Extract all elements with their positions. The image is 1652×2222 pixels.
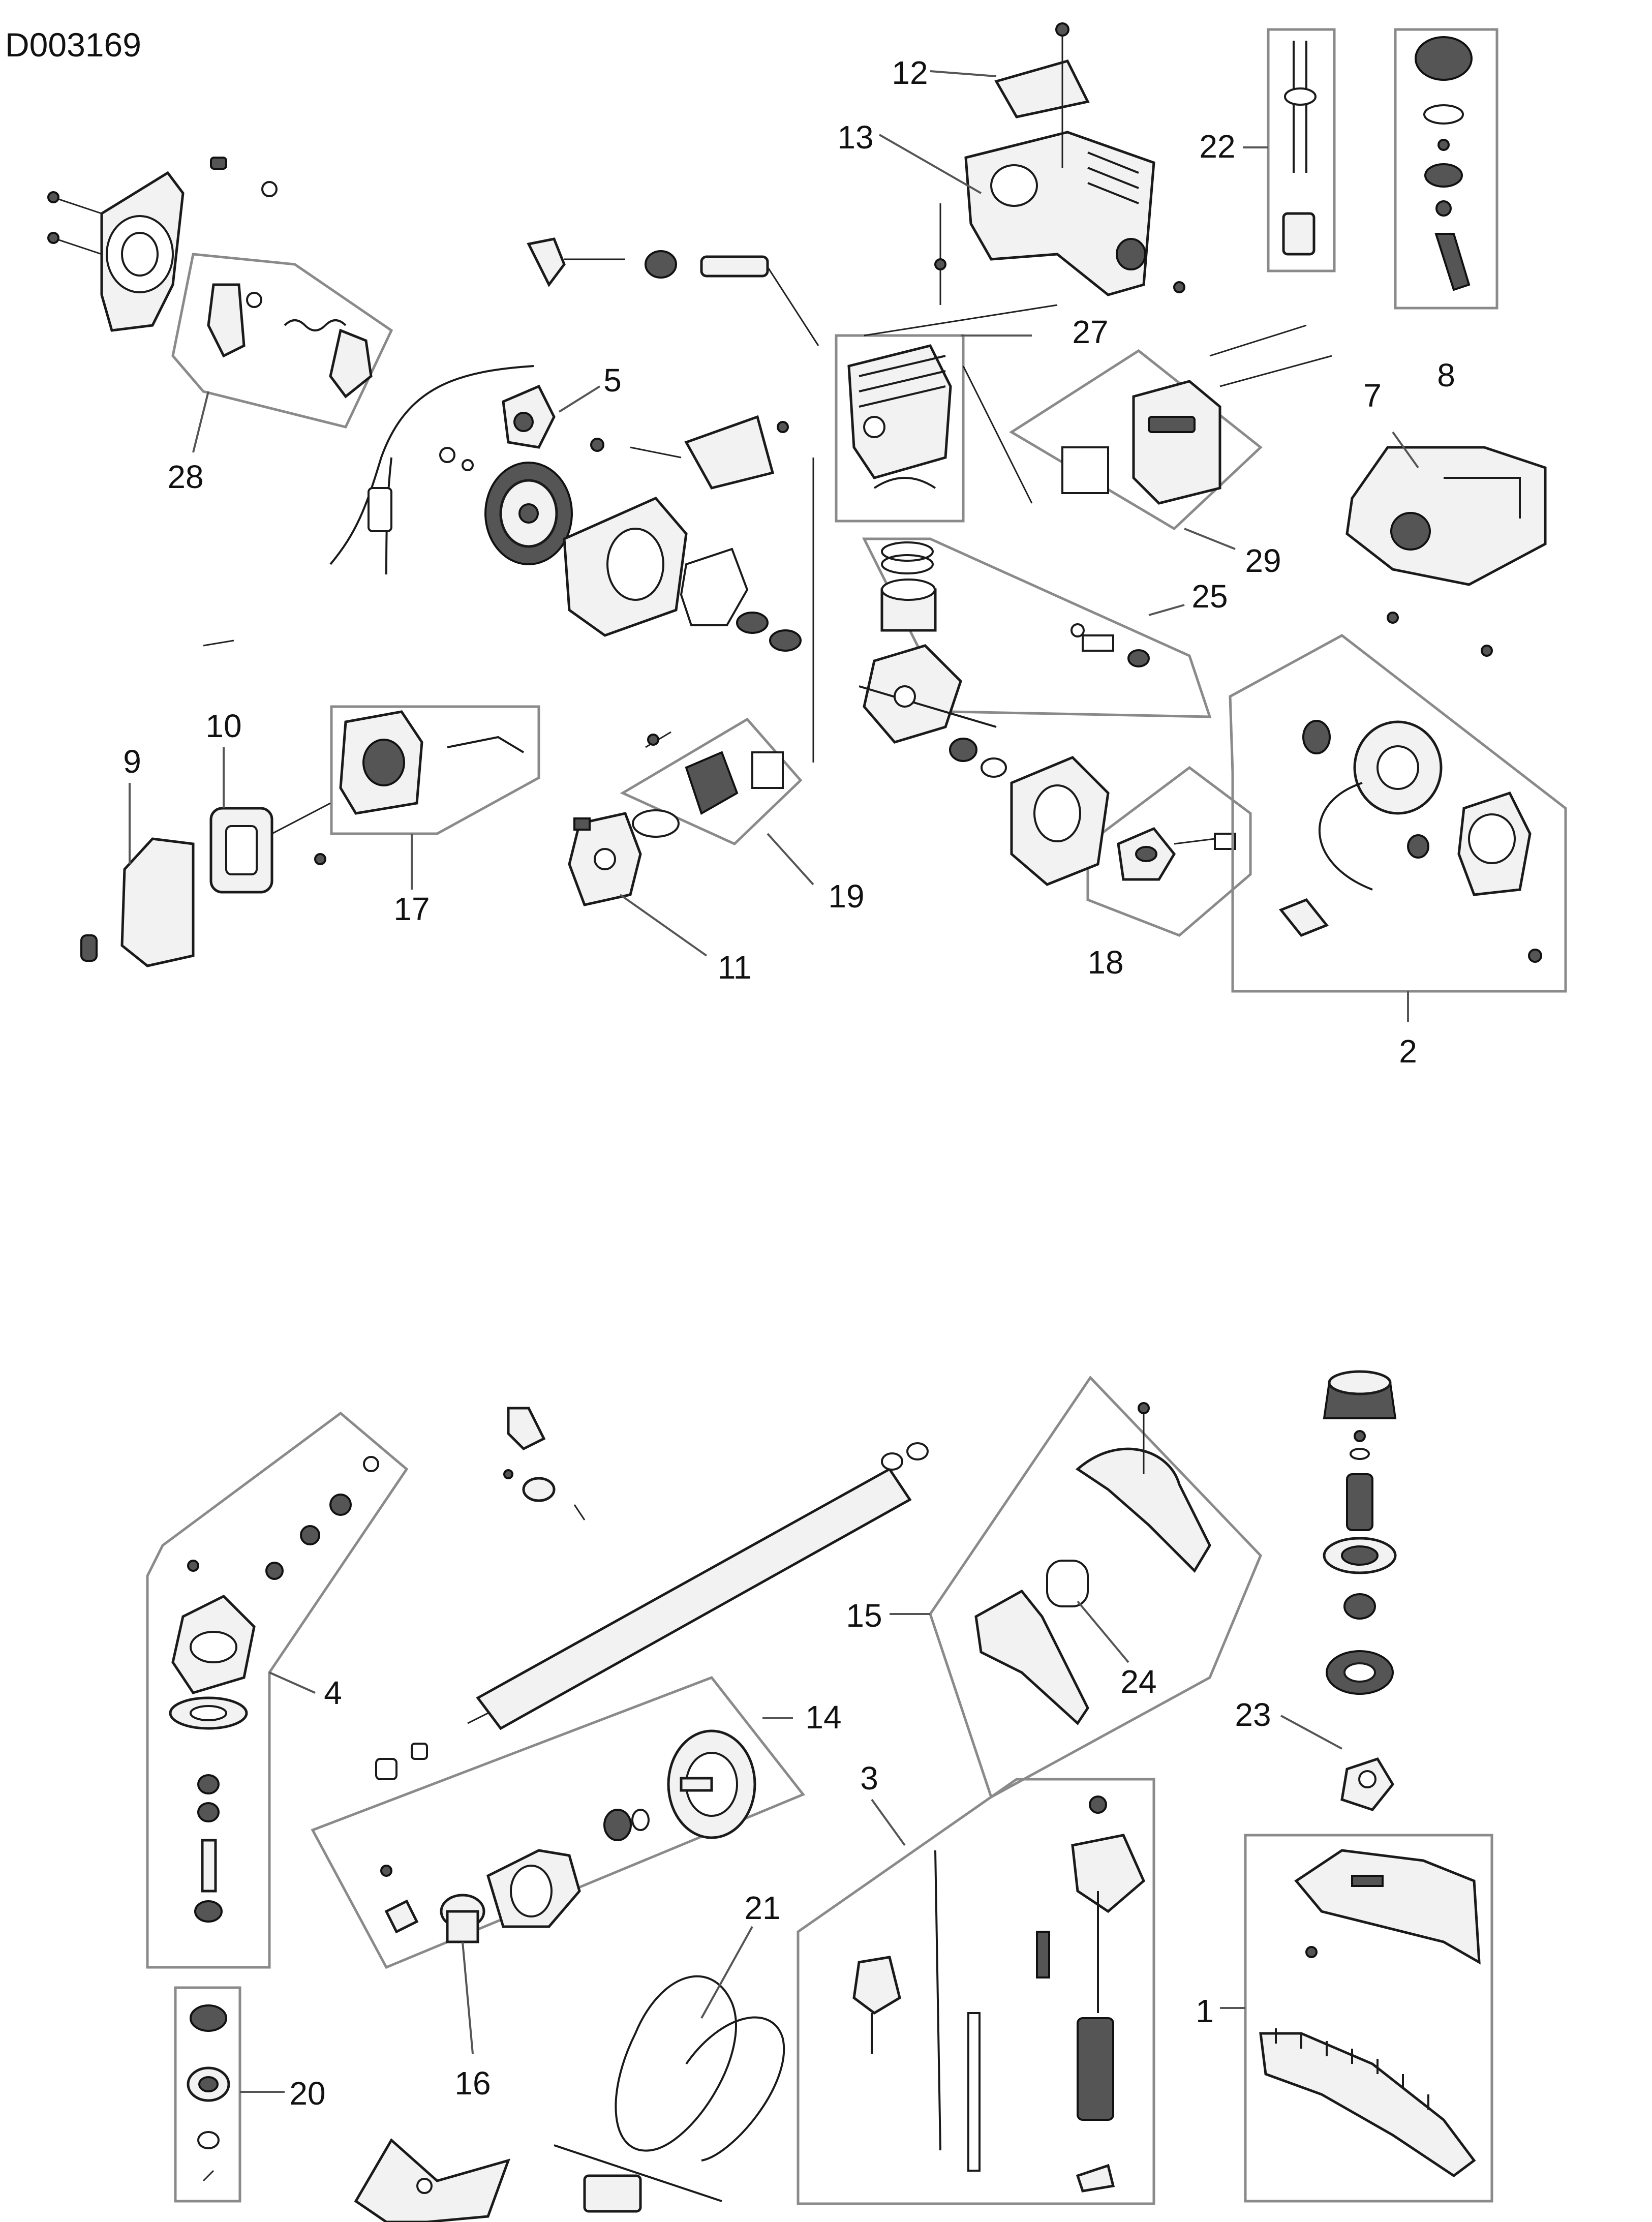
callout-14: 14 [805, 1699, 841, 1736]
recoil-starter [1278, 720, 1542, 963]
group-box-22 [1267, 28, 1336, 272]
fuel-tank [1345, 446, 1547, 657]
group-box-18 [1086, 766, 1252, 937]
loop-handle [974, 1402, 1211, 1725]
callout-9: 9 [123, 743, 141, 780]
callout-1: 1 [1196, 1993, 1214, 2029]
muffler [1061, 324, 1332, 505]
starter-pawl-parts [207, 283, 373, 399]
callout-20: 20 [289, 2075, 325, 2112]
blade-holder [187, 2004, 230, 2182]
fuel-line [1282, 41, 1317, 256]
group-box-8 [1394, 28, 1498, 310]
group-box-28 [171, 253, 393, 429]
callout-29: 29 [1245, 542, 1281, 579]
group-box-19 [620, 717, 803, 845]
recoil-housing [47, 157, 278, 332]
group-box-1 [1244, 1834, 1493, 2203]
group-box-27 [835, 334, 965, 523]
document-id: D003169 [5, 26, 141, 64]
crankcase-left [563, 415, 789, 637]
three-tooth-blade [354, 2138, 511, 2222]
group-box-15 [929, 1376, 1262, 1799]
callout-4: 4 [324, 1675, 342, 1711]
group-box-29 [1009, 349, 1263, 531]
fuel-cap [1415, 36, 1473, 291]
callout-25: 25 [1191, 578, 1228, 615]
callout-7: 7 [1363, 377, 1382, 414]
callout-8: 8 [1437, 357, 1455, 393]
trimmer-head [1323, 1370, 1397, 1695]
group-box-17 [330, 705, 540, 835]
drive-shaft-tube [375, 1442, 929, 1780]
carburetor [568, 812, 642, 906]
callout-18: 18 [1087, 944, 1123, 981]
callout-21: 21 [744, 1890, 780, 1926]
callout-17: 17 [393, 891, 430, 927]
clutch-drum [380, 1729, 756, 1934]
callout-10: 10 [205, 708, 241, 744]
group-box-4 [146, 1411, 409, 1969]
callout-5: 5 [603, 362, 622, 399]
flywheel [439, 447, 573, 565]
callout-19: 19 [828, 878, 864, 915]
callout-13: 13 [837, 119, 873, 156]
callout-28: 28 [167, 459, 203, 495]
engine-cover-13 [964, 131, 1185, 296]
piston [880, 541, 1150, 667]
carb-insulator [632, 731, 784, 838]
callout-16: 16 [454, 2065, 491, 2102]
callout-3: 3 [860, 1760, 878, 1797]
filter-cover [80, 640, 234, 967]
callout-27: 27 [1072, 314, 1108, 350]
crankcase-gasket [680, 547, 802, 652]
ignition-module [1117, 827, 1236, 881]
callout-11: 11 [718, 949, 751, 986]
callout-23: 23 [1235, 1696, 1271, 1733]
callout-2: 2 [1399, 1033, 1417, 1070]
callout-12: 12 [892, 54, 928, 91]
crankshaft [859, 644, 1007, 778]
gear-head [169, 1456, 379, 1923]
shoulder-strap [554, 1975, 785, 2213]
filter-base [314, 710, 525, 865]
group-box-20 [174, 1986, 241, 2203]
ignition-coil [329, 365, 556, 575]
guard-bracket-23 [1340, 1757, 1395, 1811]
shaft-clamp [503, 1407, 586, 1520]
cylinder [847, 344, 952, 489]
grass-guard [1259, 1849, 1481, 2178]
air-filter [209, 802, 331, 894]
spark-plug [527, 237, 819, 346]
throttle-assembly [852, 1795, 1146, 2193]
callout-24: 24 [1120, 1663, 1156, 1700]
callout-15: 15 [846, 1597, 882, 1634]
group-box-14 [311, 1676, 805, 1969]
group-box-2 [1229, 634, 1567, 993]
clutch-shoe-16 [440, 1894, 485, 1943]
callout-22: 22 [1199, 128, 1235, 165]
top-cover-12 [994, 22, 1090, 168]
group-box-3 [797, 1778, 1155, 2205]
crankcase-right [1010, 756, 1110, 886]
